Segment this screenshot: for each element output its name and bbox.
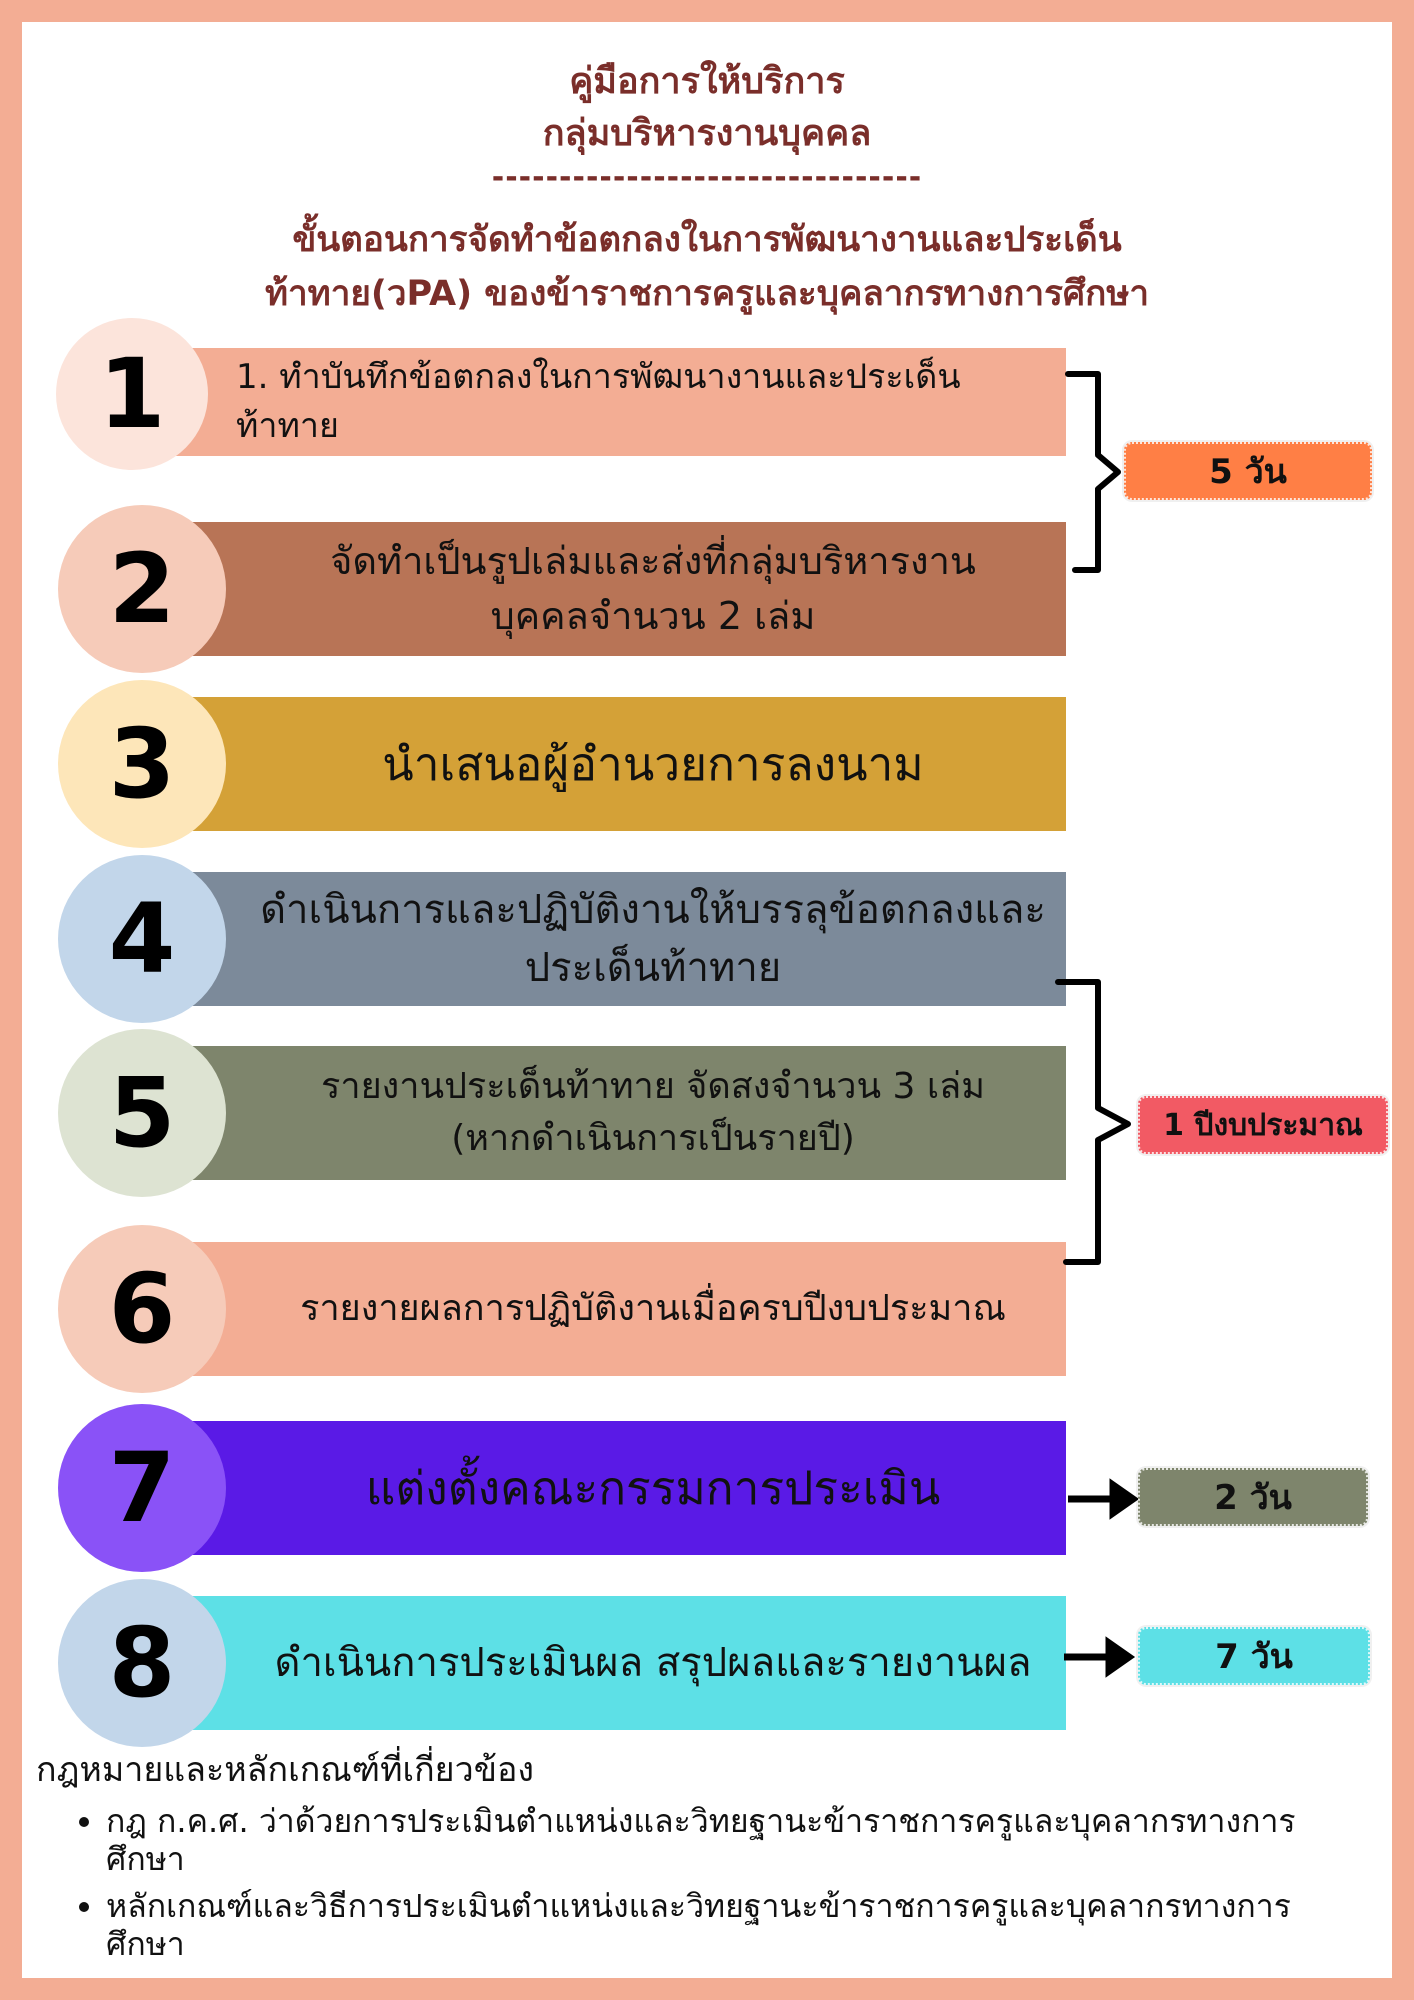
- step-text-3: นำเสนอผู้อำนวยการลงนาม: [382, 736, 924, 791]
- law-item: หลักเกณฑ์และวิธีการประเมินตำแหน่งและวิทย…: [106, 1887, 1306, 1964]
- step-bar-7: แต่งตั้งคณะกรรมการประเมิน: [170, 1421, 1066, 1555]
- step-text-4: ดำเนินการและปฏิบัติงานให้บรรลุข้อตกลงและ…: [260, 887, 1046, 991]
- step-number-1: 1: [56, 318, 208, 470]
- step-text-2: จัดทำเป็นรูปเล่มและส่งที่กลุ่มบริหารงานบ…: [330, 538, 976, 638]
- step-number-7: 7: [58, 1404, 226, 1572]
- related-laws-list: กฎ ก.ค.ศ. ว่าด้วยการประเมินตำแหน่งและวิท…: [36, 1802, 1376, 1964]
- step-bar-4: ดำเนินการและปฏิบัติงานให้บรรลุข้อตกลงและ…: [170, 872, 1066, 1006]
- step-text-6: รายงายผลการปฏิบัติงานเมื่อครบปีงบประมาณ: [300, 1287, 1006, 1329]
- step-number-6: 6: [58, 1225, 226, 1393]
- step-number-5: 5: [58, 1029, 226, 1197]
- duration-badge-7-days: 7 วัน: [1138, 1627, 1370, 1685]
- step-bar-8: ดำเนินการประเมินผล สรุปผลและรายงานผล: [170, 1596, 1066, 1730]
- step-bar-5: รายงานประเด็นท้าทาย จัดสงจำนวน 3 เล่ม (ห…: [170, 1046, 1066, 1180]
- step-text-8: ดำเนินการประเมินผล สรุปผลและรายงานผล: [274, 1640, 1032, 1686]
- related-laws: กฎหมายและหลักเกณฑ์ที่เกี่ยวข้อง กฎ ก.ค.ศ…: [36, 1742, 1376, 1972]
- related-laws-title: กฎหมายและหลักเกณฑ์ที่เกี่ยวข้อง: [36, 1750, 534, 1790]
- duration-badge-5-days: 5 วัน: [1124, 442, 1372, 500]
- group-title: กลุ่มบริหารงานบุคคล: [542, 113, 872, 154]
- step-number-3: 3: [58, 680, 226, 848]
- duration-badge-1-fiscal-year: 1 ปีงบประมาณ: [1138, 1096, 1388, 1154]
- step-text-1: 1. ทำบันทึกข้อตกลงในการพัฒนางานและประเด็…: [236, 356, 961, 446]
- step-bar-1: 1. ทำบันทึกข้อตกลงในการพัฒนางานและประเด็…: [170, 348, 1066, 456]
- law-item: กฎ ก.ค.ศ. ว่าด้วยการประเมินตำแหน่งและวิท…: [106, 1802, 1306, 1879]
- step-bar-3: นำเสนอผู้อำนวยการลงนาม: [170, 697, 1066, 831]
- process-title-line2: ท้าทาย(วPA) ของข้าราชการครูและบุคลากรทาง…: [264, 274, 1150, 314]
- step-text-5: รายงานประเด็นท้าทาย จัดสงจำนวน 3 เล่ม (ห…: [321, 1065, 985, 1159]
- process-title-line1: ขั้นตอนการจัดทำข้อตกลงในการพัฒนางานและปร…: [292, 220, 1122, 260]
- step-text-7: แต่งตั้งคณะกรรมการประเมิน: [365, 1460, 941, 1515]
- title-divider: --------------------------------: [491, 160, 923, 195]
- step-bar-6: รายงายผลการปฏิบัติงานเมื่อครบปีงบประมาณ: [170, 1242, 1066, 1376]
- step-number-2: 2: [58, 505, 226, 673]
- step-number-8: 8: [58, 1579, 226, 1747]
- step-number-4: 4: [58, 855, 226, 1023]
- manual-title: คู่มือการให้บริการ: [569, 61, 845, 102]
- duration-badge-2-days: 2 วัน: [1138, 1468, 1368, 1526]
- step-bar-2: จัดทำเป็นรูปเล่มและส่งที่กลุ่มบริหารงานบ…: [170, 522, 1066, 656]
